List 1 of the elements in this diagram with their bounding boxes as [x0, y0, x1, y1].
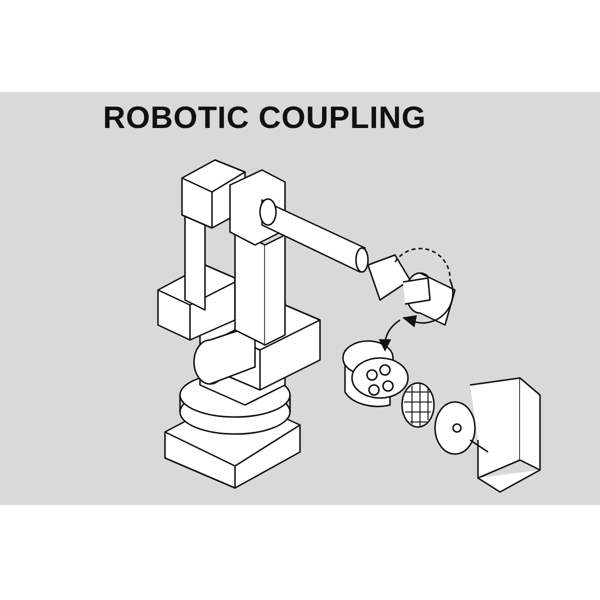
title: ROBOTIC COUPLING	[103, 100, 426, 136]
